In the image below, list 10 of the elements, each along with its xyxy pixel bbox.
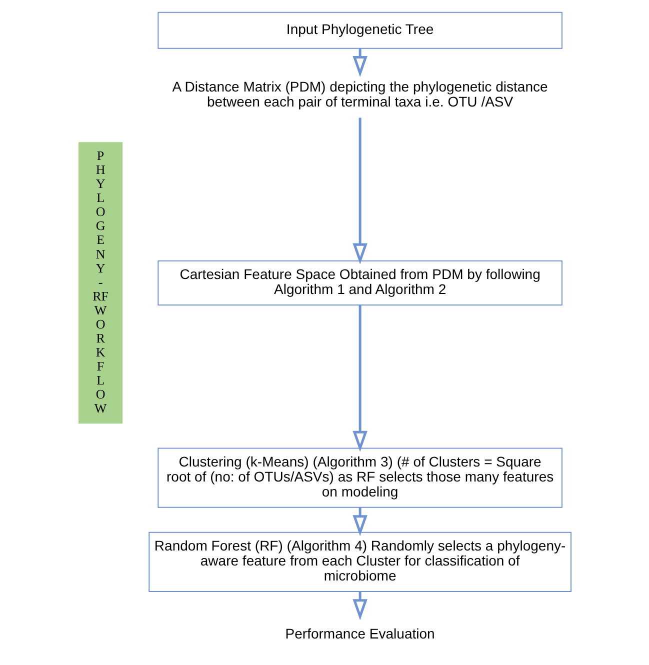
node-box: Random Forest (RF) (Algorithm 4) Randomly selects a phylogeny-aware feature from each Cluster for classification of microbiome: [148, 532, 571, 592]
node-box: Clustering (k-Means) (Algorithm 3) (# of Clusters = Square root of (no: of OTUs/ASVs) as RF selects those many features on modeling: [157, 448, 562, 508]
arrow: [352, 305, 367, 452]
arrow: [352, 48, 367, 78]
node-box: P H Y L O G E N Y - RF W O R K F L O W: [78, 142, 122, 424]
node-text: A Distance Matrix (PDM) depicting the phylogenetic distance between each pair of terminal taxa i.e. OTU /ASV: [172, 78, 548, 110]
node-text: Performance Evaluation: [284, 625, 434, 642]
node-box: Cartesian Feature Space Obtained from PDM by following Algorithm 1 and Algorithm 2: [157, 260, 562, 306]
arrow: [352, 118, 367, 264]
node-box: Input Phylogenetic Tree: [157, 12, 562, 49]
